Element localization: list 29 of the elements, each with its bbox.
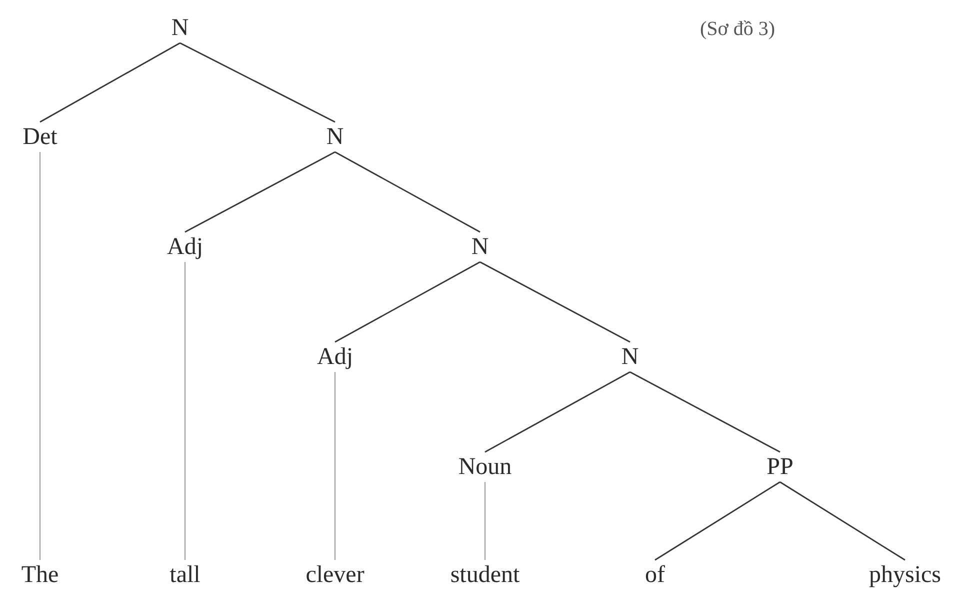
tree-branch [334,151,480,233]
tree-node-label: Noun [454,452,516,482]
tree-branch [780,481,906,561]
tree-node-label: tall [166,560,204,590]
tree-branch [484,482,486,560]
tree-branch [334,261,480,343]
tree-node-label: N [467,232,493,262]
tree-node-label: N [167,13,193,43]
tree-node-label: student [446,560,524,590]
tree-node-label: of [641,560,669,590]
tree-branch [480,261,630,343]
tree-node-label: N [322,122,348,152]
tree-node-label: Adj [163,232,207,262]
tree-node-label: Det [18,122,62,152]
tree-node-label: Adj [313,342,357,372]
tree-node-label: N [617,342,643,372]
tree-node-label: clever [302,560,368,590]
tree-branch [180,42,336,123]
tree-branch [654,481,780,561]
tree-node-label: PP [762,452,798,482]
tree-branch [184,151,336,233]
tree-node-label: The [17,560,63,590]
diagram-number-note: (Sơ đồ 3) [700,17,776,42]
tree-branch [40,42,180,123]
tree-node-label: physics [865,560,945,590]
tree-branch [184,262,186,560]
tree-branch [630,371,780,453]
tree-branch [334,372,336,560]
tree-branch [484,371,630,453]
